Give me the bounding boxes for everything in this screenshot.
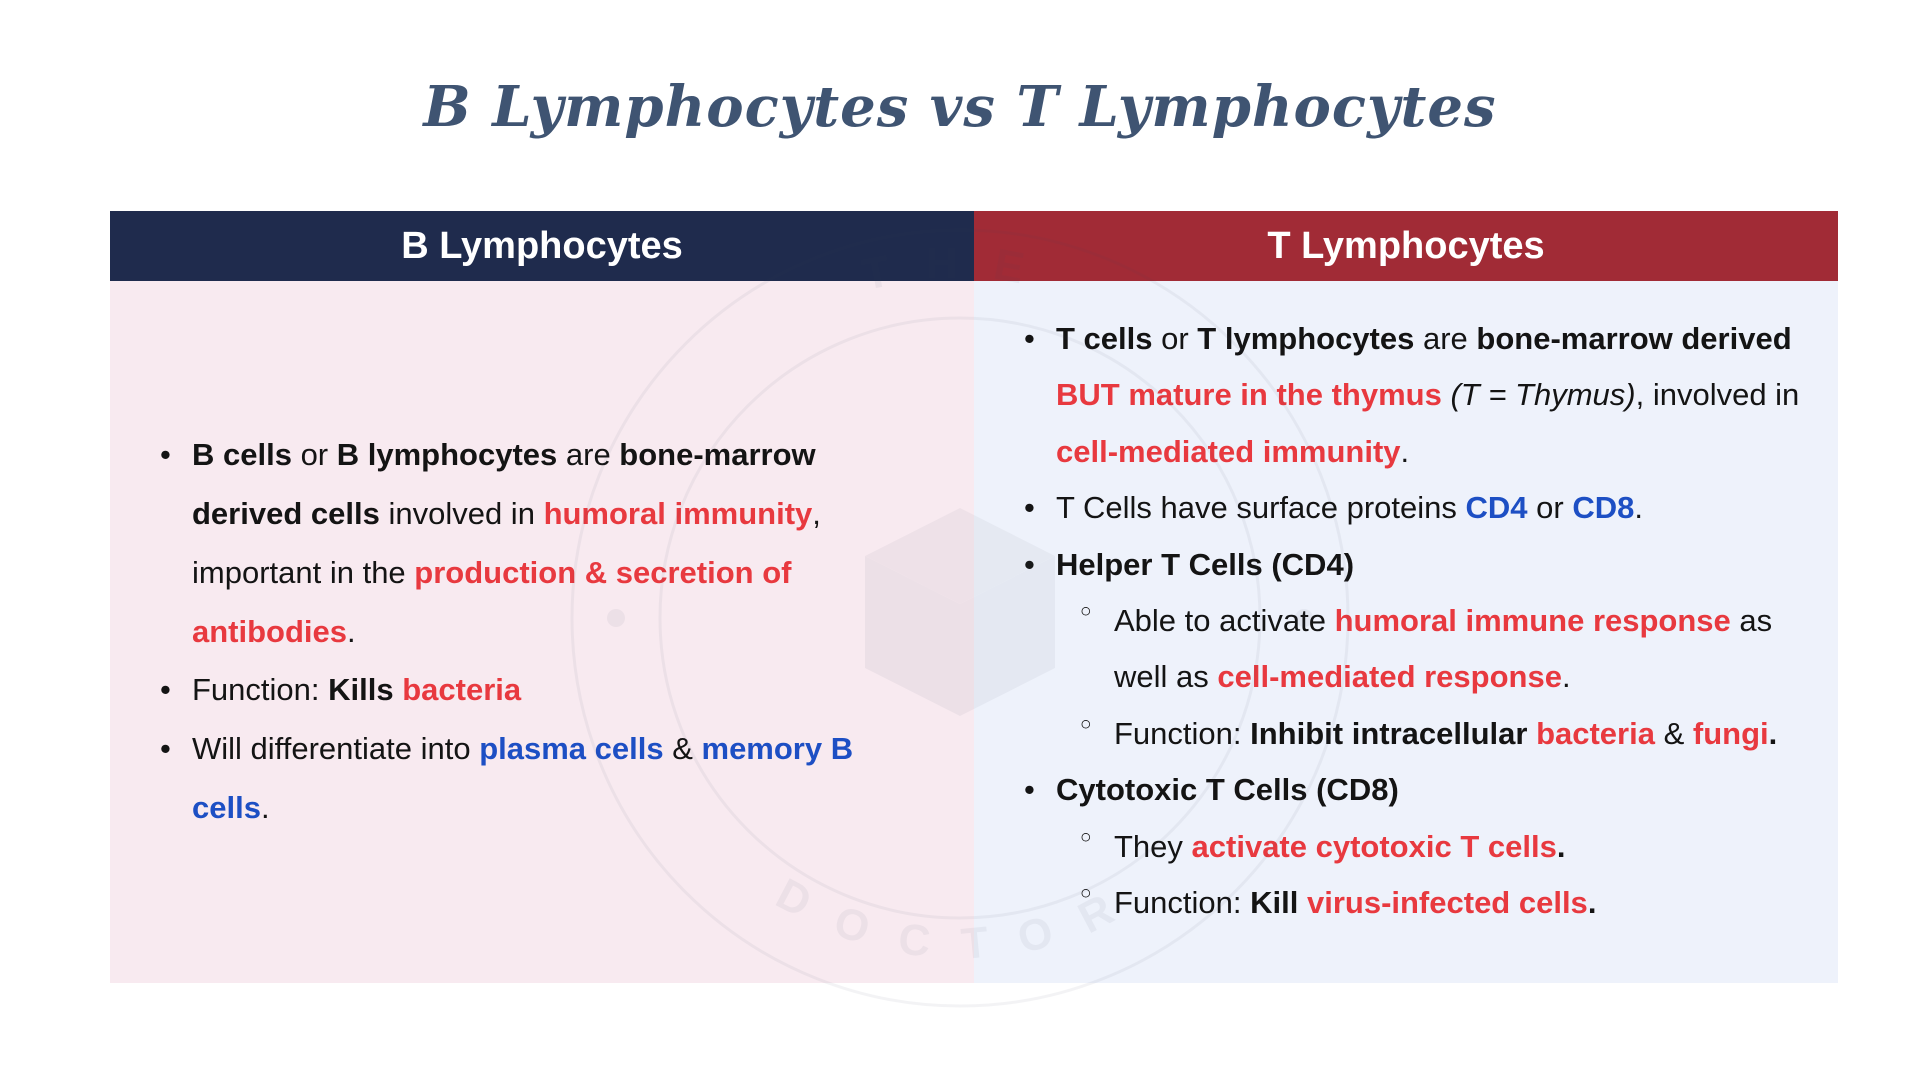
text-segment: CD8 (1572, 490, 1635, 526)
text-segment: cell-mediated response (1217, 659, 1562, 695)
text-segment: & (663, 731, 702, 767)
bullet-item: B cells or B lymphocytes are bone-marrow… (158, 426, 934, 662)
text-segment: activate cytotoxic T cells (1191, 828, 1557, 864)
bullet-item: Function: Inhibit intracellular bacteria… (1080, 706, 1816, 762)
text-segment: virus-infected cells (1306, 885, 1588, 921)
text-segment: BUT mature in the thymus (1056, 377, 1442, 413)
text-segment: or (1152, 321, 1198, 356)
text-segment: T lymphocytes (1197, 321, 1415, 356)
bullet-item: T Cells have surface proteins CD4 or CD8… (1022, 480, 1816, 537)
bullet-item: Cytotoxic T Cells (CD8) (1022, 762, 1816, 819)
text-segment: . (1400, 433, 1410, 469)
bullet-item: They activate cytotoxic T cells. (1080, 819, 1816, 875)
text-segment: . (260, 790, 270, 826)
text-segment: or (1527, 490, 1573, 526)
t-lymphocytes-content: T cells or T lymphocytes are bone-marrow… (974, 281, 1838, 983)
text-segment: are (1414, 321, 1477, 356)
text-segment: B cells (192, 436, 292, 472)
text-segment: Function: (192, 672, 329, 708)
text-segment: fungi (1692, 715, 1769, 751)
t-lymphocytes-column: T Lymphocytes T cells or T lymphocytes a… (974, 211, 1838, 983)
text-segment: . (1768, 715, 1778, 751)
text-segment: They (1114, 828, 1192, 864)
text-segment: CD4 (1465, 490, 1528, 526)
text-segment: Cytotoxic T Cells (CD8) (1056, 772, 1399, 808)
bullet-item: Will differentiate into plasma cells & m… (158, 720, 934, 838)
bullet-item: Function: Kill virus-infected cells. (1080, 875, 1816, 931)
bullet-item: Helper T Cells (CD4) (1022, 537, 1816, 594)
text-segment: Will differentiate into (192, 731, 480, 767)
bullet-item: T cells or T lymphocytes are bone-marrow… (1022, 311, 1816, 480)
text-segment: Function: (1114, 715, 1251, 751)
text-segment: involved in (379, 495, 544, 531)
text-segment: bacteria (1536, 715, 1655, 751)
text-segment: T Cells have surface proteins (1056, 490, 1466, 526)
text-segment: & (1654, 715, 1693, 751)
t-lymphocytes-list: T cells or T lymphocytes are bone-marrow… (1022, 311, 1816, 931)
text-segment: bone-marrow derived cells (192, 436, 816, 531)
text-segment: . (1556, 828, 1566, 864)
text-segment: Function: (1114, 885, 1251, 921)
text-segment: humoral immune response (1334, 603, 1731, 639)
text-segment: (T = Thymus) (1441, 377, 1636, 413)
text-segment: bacteria (402, 672, 522, 708)
b-lymphocytes-content: B cells or B lymphocytes are bone-marrow… (110, 281, 974, 983)
text-segment: production & secretion of antibodies (192, 554, 792, 649)
text-segment: Kill (1250, 885, 1307, 921)
b-lymphocytes-list: B cells or B lymphocytes are bone-marrow… (158, 426, 934, 838)
text-segment: plasma cells (479, 731, 664, 767)
text-segment: Helper T Cells (CD4) (1056, 546, 1355, 582)
text-segment: as well as (1114, 603, 1773, 695)
text-segment: memory B cells (192, 731, 854, 826)
text-segment: . (1634, 490, 1643, 526)
bullet-item: Able to activate humoral immune response… (1080, 593, 1816, 706)
text-segment: . (1587, 885, 1597, 921)
text-segment: . (1561, 659, 1571, 695)
bullet-item: Function: Kills bacteria (158, 661, 934, 720)
text-segment: cell-mediated immunity (1056, 433, 1401, 469)
text-segment: Inhibit intracellular (1250, 715, 1537, 751)
comparison-table: B Lymphocytes B cells or B lymphocytes a… (110, 211, 1838, 983)
text-segment: . (347, 613, 356, 649)
b-lymphocytes-header: B Lymphocytes (110, 211, 974, 281)
text-segment: bone-marrow derived (1476, 321, 1792, 356)
t-lymphocytes-header: T Lymphocytes (974, 211, 1838, 281)
text-segment: , important in the (192, 495, 821, 590)
b-lymphocytes-column: B Lymphocytes B cells or B lymphocytes a… (110, 211, 974, 983)
text-segment: or (291, 436, 337, 472)
text-segment: are (557, 436, 620, 472)
text-segment: B lymphocytes (336, 436, 558, 472)
text-segment: , involved in (1635, 377, 1800, 413)
text-segment: Able to activate (1114, 603, 1335, 639)
text-segment: Kills (328, 672, 403, 708)
text-segment: humoral immunity (543, 495, 813, 531)
page-title: B Lymphocytes vs T Lymphocytes (423, 74, 1497, 140)
text-segment: T cells (1056, 321, 1153, 356)
